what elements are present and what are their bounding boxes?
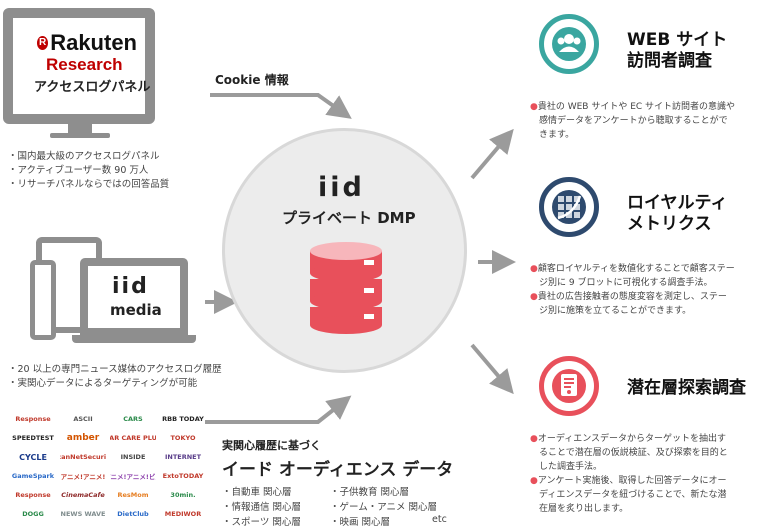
media-logo: amber <box>66 433 100 443</box>
phone-icon <box>30 260 56 340</box>
result-desc-latent: ●オーディエンスデータからターゲットを抽出す ることで潜在層の仮説検証、及び探索… <box>530 432 766 516</box>
matrix-icon <box>552 190 586 224</box>
media-logo: CinemaCafe <box>61 491 105 499</box>
audience-item: 子供教育 関心層 <box>330 484 410 498</box>
rakuten-panel-label: アクセスログパネル <box>34 80 151 95</box>
list-item: 国内最大級のアクセスログパネル <box>8 150 169 164</box>
rakuten-brand: Rakuten <box>50 30 137 55</box>
audience-item: 情報通信 関心層 <box>222 499 302 513</box>
result-desc-loyalty: ●顧客ロイヤルティを数値化することで顧客ステー ジ別に 9 ブロットに可視化する… <box>530 262 766 318</box>
result1-arrow <box>470 128 514 180</box>
media-logo: INSIDE <box>120 453 146 461</box>
list-item: ●貴社の広告接触者の態度変容を測定し、ステー <box>530 292 727 302</box>
laptop-icon <box>80 258 188 336</box>
media-logo: RBB TODAY <box>162 415 204 423</box>
monitor-stand <box>68 124 92 134</box>
list-item: 20 以上の専門ニュース媒体のアクセスログ履歴 <box>8 363 222 377</box>
media-logo: アニメ!アニメ! <box>60 473 106 481</box>
audience-caption: 実関心履歴に基づく <box>222 439 321 452</box>
media-logo: MEDIWOR <box>164 510 202 518</box>
list-item: リサーチパネルならではの回答品質 <box>8 178 170 192</box>
dmp-label: プライベート DMP <box>282 209 416 227</box>
result-title-latent: 潜在層探索調査 <box>627 378 746 398</box>
media-logo: SPEEDTEST <box>12 434 54 442</box>
result-title-visitor: WEB サイト 訪問者調査 <box>627 30 728 71</box>
rakuten-sub: Research <box>46 55 123 74</box>
media-logo: TOKYO <box>170 434 196 442</box>
loyalty-metrics-icon <box>539 177 599 237</box>
media-logo: GameSpark <box>11 472 55 480</box>
media-logo: CYCLE <box>19 452 47 462</box>
media-logo: DietClub <box>117 510 149 518</box>
iid-media-bullets: 20 以上の専門ニュース媒体のアクセスログ履歴 実関心データによるターゲティング… <box>8 363 222 391</box>
media-logo: Response <box>15 415 51 423</box>
rakuten-bullets: 国内最大級のアクセスログパネル アクティブユーザー数 90 万人 リサーチパネル… <box>8 150 170 192</box>
list-item: ●貴社の WEB サイトや EC サイト訪問者の意識や <box>530 102 736 112</box>
media-logo: DOGG <box>22 510 44 518</box>
iid-media-brand: iid <box>112 274 149 299</box>
media-logo: ResMom <box>117 491 149 499</box>
list-item: ●オーディエンスデータからターゲットを抽出す <box>530 434 727 444</box>
visitor-icon <box>552 27 586 61</box>
media-logo-grid: Response ASCII CARS RBB TODAY SPEEDTEST … <box>10 412 210 529</box>
media-logo: INTERNET <box>164 453 202 461</box>
media-logo: Response <box>15 491 51 499</box>
dmp-brand: iid <box>318 172 365 203</box>
logos-arrow <box>205 395 352 424</box>
audience-etc: etc <box>432 514 447 525</box>
audience-item: ゲーム・アニメ 関心層 <box>330 499 438 513</box>
list-item: ●顧客ロイヤルティを数値化することで顧客ステー <box>530 264 735 274</box>
visitor-survey-icon <box>539 14 599 74</box>
iid-media-sub: media <box>110 301 162 319</box>
monitor-base <box>50 133 110 138</box>
media-logo: NEWS WAVE <box>60 510 106 518</box>
cookie-arrow <box>210 93 352 119</box>
media-logo: CAR CARE PLUS <box>110 434 156 442</box>
media-logo: アニメ!アニメ!ビズ <box>110 473 156 481</box>
media-logo: CARS <box>123 415 143 423</box>
audience-item: 映画 関心層 <box>330 514 391 528</box>
result3-arrow <box>470 343 514 395</box>
media-logo: ScanNetSecurity <box>60 453 106 461</box>
list-item: 実関心データによるターゲティングが可能 <box>8 377 222 391</box>
laptop-base <box>72 335 196 343</box>
cookie-label: Cookie 情報 <box>215 73 289 87</box>
media-logo: ASCII <box>73 415 93 423</box>
latent-survey-icon <box>539 356 599 416</box>
result-title-loyalty: ロイヤルティ メトリクス <box>627 193 728 234</box>
audience-item: 自動車 関心層 <box>222 484 292 498</box>
list-item: ●アンケート実施後、取得した回答データにオー <box>530 476 727 486</box>
audience-title: イード オーディエンス データ <box>222 460 454 480</box>
media-logo: 30min. <box>170 491 196 499</box>
document-icon <box>552 369 586 403</box>
monitor-icon <box>3 8 155 124</box>
result-desc-visitor: ●貴社の WEB サイトや EC サイト訪問者の意識や 感情データをアンケートか… <box>530 100 766 142</box>
database-icon <box>310 242 382 334</box>
list-item: アクティブユーザー数 90 万人 <box>8 164 169 178</box>
audience-item: スポーツ 関心層 <box>222 514 301 528</box>
media-logo: ExtoTODAY <box>162 472 204 480</box>
rakuten-r-icon: R <box>37 36 49 50</box>
